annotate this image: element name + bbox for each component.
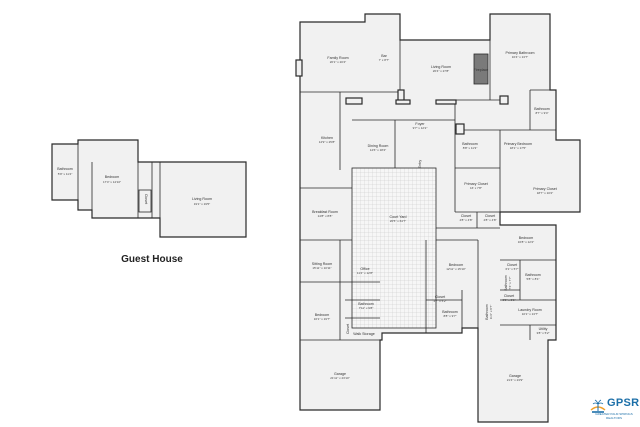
walk-storage-name: Walk Storage bbox=[353, 332, 374, 336]
garage-a-dim: 21'11" x 23'10" bbox=[330, 376, 350, 380]
primary-closet-b-name: Primary Closet bbox=[533, 187, 557, 191]
garage-a-name: Garage bbox=[334, 372, 346, 376]
gh-bedroom-dim: 17'4" x 14'10" bbox=[103, 180, 121, 184]
closet-a-dim: 4'8" x 4'8" bbox=[459, 218, 472, 222]
gh-bedroom-name: Bedroom bbox=[105, 175, 120, 179]
primary-closet-b-dim: 18'7" x 10'2" bbox=[537, 191, 553, 195]
office-name: Office bbox=[360, 267, 369, 271]
gh-closet-name: Closet bbox=[144, 194, 148, 204]
entry-name: Entry bbox=[418, 160, 422, 169]
closet-a-name: Closet bbox=[461, 214, 471, 218]
bathroom-g-dim: 11'2" x 8'7" bbox=[489, 305, 493, 320]
bathroom-b-name: Bathroom bbox=[462, 142, 478, 146]
dining-room-dim: 14'6" x 18'4" bbox=[370, 148, 386, 152]
bedroom-c-name: Bedroom bbox=[449, 263, 464, 267]
primary-bedroom-name: Primary Bedroom bbox=[504, 142, 532, 146]
sitting-room-dim: 15'11" x 10'11" bbox=[312, 266, 331, 270]
utility-name: Utility bbox=[539, 327, 548, 331]
bathroom-g-name: Bathroom bbox=[485, 304, 489, 320]
foyer-dim: 9'7" x 12'2" bbox=[413, 126, 428, 130]
closet-b-dim: 4'8" x 4'8" bbox=[483, 218, 496, 222]
living-room-name: Living Room bbox=[431, 65, 451, 69]
gh-living-room-name: Living Room bbox=[192, 197, 212, 201]
primary-closet-a-dim: 16' x 7'8" bbox=[470, 186, 482, 190]
closet-f-name: Closet bbox=[346, 324, 350, 334]
primary-closet-a-name: Primary Closet bbox=[464, 182, 488, 186]
bathroom-d-dim: 8'8" x 9'7" bbox=[443, 314, 456, 318]
logo-subtitle: GREATER PALM SPRINGS REALTORS bbox=[595, 412, 633, 420]
family-room-dim: 20'1" x 20'4" bbox=[330, 60, 346, 64]
bedroom-a-dim: 16'8" x 12'2" bbox=[518, 240, 534, 244]
court-yard-dim: 26'5" x 64'7" bbox=[390, 219, 406, 223]
main-house-outline bbox=[299, 13, 581, 423]
bathroom-a-dim: 8'7" x 9'4" bbox=[535, 111, 548, 115]
bathroom-d-name: Bathroom bbox=[442, 310, 458, 314]
bar-name: Bar bbox=[381, 54, 387, 58]
primary-bathroom-dim: 16'4" x 13'7" bbox=[512, 55, 528, 59]
utility-dim: 3'8" x 5'2" bbox=[536, 331, 549, 335]
sitting-room-name: Sitting Room bbox=[312, 262, 333, 266]
fireplace-name: Fireplace bbox=[474, 68, 489, 72]
breakfast-room-dim: 14'8" x 8'8" bbox=[318, 214, 333, 218]
kitchen-dim: 14'9" x 25'8" bbox=[319, 140, 335, 144]
bathroom-c-dim: 7'11" x 9'8" bbox=[359, 306, 374, 310]
gh-bathroom-dim: 5'9" x 11'4" bbox=[58, 172, 73, 176]
primary-bedroom-dim: 18'1" x 17'5" bbox=[510, 146, 526, 150]
guest-house-outline bbox=[51, 139, 247, 238]
closet-d-dim: 6'1" x 5'7" bbox=[505, 267, 518, 271]
foyer-name: Foyer bbox=[415, 122, 425, 126]
bathroom-f-dim: 7'4" x 7'7" bbox=[508, 276, 512, 289]
closet-b-name: Closet bbox=[485, 214, 495, 218]
bedroom-b-dim: 16'1" x 19'7" bbox=[314, 317, 330, 321]
gpsr-logo: GPSR GREATER PALM SPRINGS REALTORS bbox=[590, 397, 640, 420]
logo-text: GPSR bbox=[607, 397, 640, 409]
closet-e-dim: 3'9" x 5'1" bbox=[502, 298, 515, 302]
primary-bathroom-name: Primary Bathroom bbox=[506, 51, 535, 55]
closet-e-name: Closet bbox=[504, 294, 514, 298]
court-yard-area bbox=[352, 168, 436, 328]
bedroom-a-name: Bedroom bbox=[519, 236, 534, 240]
guest-house-label: Guest House bbox=[121, 254, 183, 265]
gh-living-room-dim: 19'1" x 19'5" bbox=[194, 202, 210, 206]
court-yard-name: Court Yard bbox=[389, 215, 406, 219]
garage-b-name: Garage bbox=[509, 374, 521, 378]
breakfast-room-name: Breakfast Room bbox=[312, 210, 338, 214]
bathroom-a-name: Bathroom bbox=[534, 107, 550, 111]
closet-c-dim: 4'7" x 5'2" bbox=[433, 299, 446, 303]
dining-room-name: Dining Room bbox=[368, 144, 389, 148]
bedroom-c-dim: 12'11" x 15'10" bbox=[446, 267, 466, 271]
garage-b-dim: 21'4" x 23'9" bbox=[507, 378, 523, 382]
kitchen-name: Kitchen bbox=[321, 136, 333, 140]
bathroom-e-name: Bathroom bbox=[525, 273, 541, 277]
bathroom-b-dim: 8'8" x 11'3" bbox=[463, 146, 478, 150]
laundry-room-dim: 10'1" x 13'7" bbox=[522, 312, 538, 316]
bar-dim: 7' x 8'7" bbox=[379, 58, 389, 62]
guest-house: Bathroom 5'9" x 11'4" Bedroom 17'4" x 14… bbox=[51, 139, 247, 238]
closet-d-name: Closet bbox=[507, 263, 517, 267]
laundry-room-name: Laundry Room bbox=[518, 308, 542, 312]
fireplace bbox=[473, 53, 489, 85]
office-dim: 11'4" x 12'8" bbox=[357, 271, 373, 275]
closet-c-name: Closet bbox=[435, 295, 445, 299]
family-room-name: Family Room bbox=[327, 56, 348, 60]
bathroom-f-name: Bathroom bbox=[504, 275, 508, 291]
living-room-dim: 26'4" x 27'8" bbox=[433, 69, 449, 73]
bedroom-b-name: Bedroom bbox=[315, 313, 330, 317]
main-house: Fireplace Family Room 20'1" x 20'4" Bar … bbox=[295, 13, 581, 423]
palm-tree-icon bbox=[590, 399, 606, 413]
bathroom-c-name: Bathroom bbox=[358, 302, 374, 306]
bathroom-e-dim: 5'8" x 8'1" bbox=[526, 277, 539, 281]
gh-bathroom-name: Bathroom bbox=[57, 167, 73, 171]
